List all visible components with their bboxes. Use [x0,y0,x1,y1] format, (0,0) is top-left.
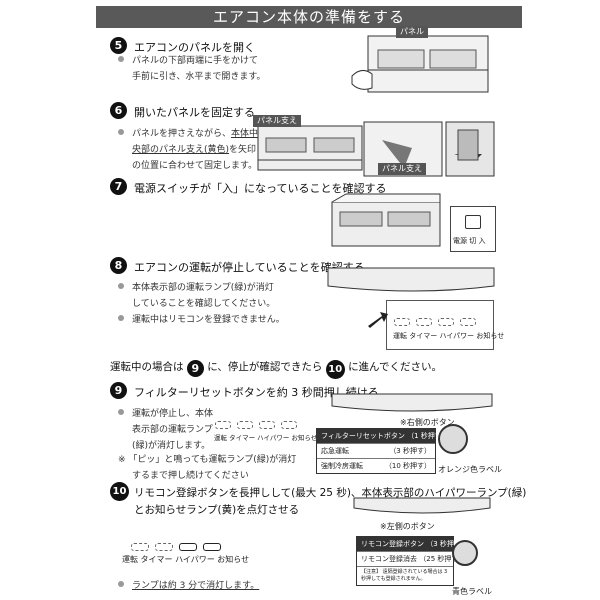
unit-front-illustration [327,267,495,292]
button-label-panel: フィルターリセットボタン （1 秒押す） 応急運転 （3 秒押す） 強制冷房運転… [316,428,449,474]
lamp-notice-on [203,543,221,551]
remote-register-button[interactable] [452,540,478,566]
unit-open-illustration [331,193,441,247]
running-note: 運転中の場合は 9 に、停止が確認できたら 10 に進んでください。 [110,358,442,379]
power-switch-icon [465,215,481,229]
step-9-note: ※ 「ピッ」と鳴っても運転ランプ(緑)が消灯 するまで押し続けてください [118,455,297,481]
lamp-row [212,414,300,433]
blue-label-text: 青色ラベル [452,587,492,596]
caution-text: 【注意】 遠隔登録されている場合は 3 秒押しても登録されません。 [361,569,448,582]
bullet-dot [118,283,124,289]
panel-support-label-top: パネル支え [253,115,301,127]
lamp-timer [155,543,173,551]
lamp-timer [237,421,253,429]
panel-open-illustration [351,35,489,93]
lamp-highpower [259,421,275,429]
step-5-title: エアコンのパネルを開く [134,41,255,54]
bullet-dot [118,409,124,415]
step-5-number: 5 [110,37,127,54]
lamp-operation [215,421,231,429]
step-7-title: 電源スイッチが「入」になっていることを確認する [134,182,387,195]
remote-register-panel: リモコン登録ボタン （3 秒押す） リモコン登録消去 （25 秒押す） 【注意】… [356,536,468,586]
orange-label-text: オレンジ色ラベル [438,465,502,474]
lamp-row [391,311,479,330]
step-10-title-line1: リモコン登録ボタンを長押しして(最大 25 秒)、本体表示部のハイパワーランプ(… [134,487,527,499]
step-7-number: 7 [110,178,127,195]
step-10-number: 10 [110,482,129,501]
lamp-timer [416,318,432,326]
unit-bottom-illustration [331,393,493,412]
power-switch-label: 電源 切 入 [453,237,486,245]
bullet-dot [118,581,124,587]
lamp-notice [460,318,476,326]
bullet-dot [118,129,124,135]
step-9-title: フィルターリセットボタンを約 3 秒間押し続ける [134,386,379,399]
right-button-callout: ※右側のボタン [400,418,455,427]
step-9-bullet: 運転が停止し、本体 表示部の運転ランプ (緑)が消灯します。 [118,406,213,454]
lamp-panel-step9: 運転 タイマー ハイパワー お知らせ [210,408,317,444]
bullet-dot [118,56,124,62]
lamp-labels: 運転 タイマー ハイパワー お知らせ [214,434,318,442]
lamp-highpower [438,318,454,326]
arrow-icon [368,312,388,328]
lamp-operation [131,543,149,551]
page-title: エアコン本体の準備をする [96,6,522,28]
remote-register-row: リモコン登録ボタン （3 秒押す） [357,537,468,552]
filter-reset-row: フィルターリセットボタン （1 秒押す） [317,429,449,444]
step-8-title: エアコンの運転が停止していることを確認する [134,261,365,274]
lamp-panel: 運転 タイマー ハイパワー お知らせ [386,300,504,350]
emergency-row: 応急運転 （3 秒押す） [317,444,435,459]
panel-label: パネル [396,26,428,38]
panel-support-illustration-left [257,125,363,171]
left-button-callout: ※左側のボタン [380,522,435,531]
lamp-row [128,536,224,555]
bullet-dot [118,315,124,321]
power-switch-detail [450,206,496,252]
step-5-bullet: パネルの下部両端に手をかけて 手前に引き、水平まで開きます。 [118,53,265,85]
lamp-highpower-on [179,543,197,551]
remote-erase-row: リモコン登録消去 （25 秒押す） [357,552,465,567]
step-9-number: 9 [110,382,127,399]
step-8-bullets: 本体表示部の運転ランプ(緑)が消灯 していることを確認してください。 運転中はリ… [118,280,285,328]
lamp-labels: 運転 タイマー ハイパワー お知らせ [393,332,505,340]
lamp-panel-step10: 運転 タイマー ハイパワー お知らせ [118,526,258,566]
unit-bottom-illustration-step10 [353,497,491,514]
step-6-bullet: パネルを押さえながら、本体中 央部のパネル支え(黄色)を矢印 の位置に合わせて固… [118,126,258,174]
step-10-title-line2: とお知らせランプ(黄)を点灯させる [134,504,300,516]
step-6-number: 6 [110,102,127,119]
lamp-labels: 運転 タイマー ハイパワー お知らせ [122,555,250,564]
lamp-notice [281,421,297,429]
step-8-number: 8 [110,257,127,274]
lamp-operation [394,318,410,326]
forced-cooling-row: 強制冷房運転 （10 秒押す） [321,462,431,470]
panel-support-label-bottom: パネル支え [378,163,426,175]
filter-reset-button[interactable] [438,424,468,454]
step-10-note: ランプは約 3 分で消灯します。 [118,578,259,594]
step-6-title: 開いたパネルを固定する [134,106,255,119]
